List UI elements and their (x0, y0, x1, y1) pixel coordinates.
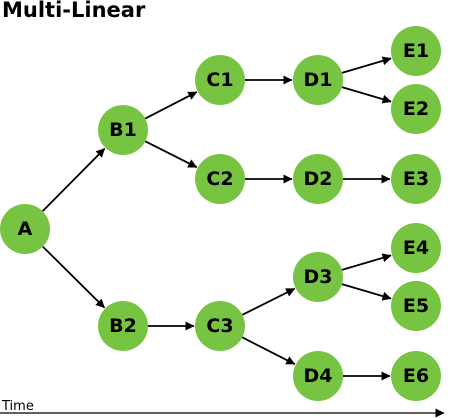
node-circle (391, 84, 441, 134)
node-circle (195, 301, 245, 351)
node-circle (0, 204, 50, 254)
node-circle (195, 154, 245, 204)
node-label: C2 (206, 168, 233, 190)
edge-b1-c1 (144, 91, 198, 120)
edge-c3-d4 (241, 336, 296, 365)
edge-d3-e4 (341, 253, 392, 271)
node-circle (293, 55, 343, 105)
node-e4: E4 (391, 223, 441, 273)
node-e5: E5 (391, 281, 441, 331)
node-label: B2 (109, 315, 137, 337)
node-e1: E1 (391, 26, 441, 76)
node-circle (391, 223, 441, 273)
node-c3: C3 (195, 301, 245, 351)
node-circle (98, 301, 148, 351)
node-label: D4 (304, 365, 333, 387)
node-label: D1 (304, 69, 333, 91)
edge-a-b1 (41, 147, 106, 212)
time-axis-label: Time (1, 399, 34, 414)
edge-a-b2 (42, 245, 106, 309)
edges-layer (41, 56, 392, 381)
node-label: E2 (403, 98, 429, 120)
node-label: B1 (109, 119, 137, 141)
node-a: A (0, 204, 50, 254)
node-circle (391, 26, 441, 76)
edge-d3-e5 (341, 283, 392, 301)
node-circle (195, 55, 245, 105)
node-label: C3 (206, 315, 233, 337)
node-e2: E2 (391, 84, 441, 134)
node-circle (293, 351, 343, 401)
node-d3: D3 (293, 252, 343, 302)
node-label: E3 (403, 168, 429, 190)
node-circle (391, 351, 441, 401)
node-b1: B1 (98, 105, 148, 155)
node-circle (391, 281, 441, 331)
node-label: E1 (403, 40, 429, 62)
edge-d1-e2 (341, 86, 392, 104)
node-c1: C1 (195, 55, 245, 105)
node-circle (293, 252, 343, 302)
edge-d1-e1 (341, 56, 392, 74)
node-label: E5 (403, 295, 429, 317)
node-circle (98, 105, 148, 155)
node-d2: D2 (293, 154, 343, 204)
node-label: D2 (304, 168, 333, 190)
node-circle (391, 154, 441, 204)
node-label: C1 (206, 69, 233, 91)
node-circle (293, 154, 343, 204)
node-label: E6 (403, 365, 429, 387)
node-c2: C2 (195, 154, 245, 204)
node-d1: D1 (293, 55, 343, 105)
edge-b1-c2 (144, 140, 198, 169)
node-label: D3 (304, 266, 333, 288)
node-e3: E3 (391, 154, 441, 204)
edge-c3-d3 (241, 287, 296, 316)
node-label: A (18, 218, 33, 240)
diagram-title: Multi-Linear (2, 0, 146, 22)
node-d4: D4 (293, 351, 343, 401)
node-e6: E6 (391, 351, 441, 401)
node-b2: B2 (98, 301, 148, 351)
node-label: E4 (403, 237, 429, 259)
